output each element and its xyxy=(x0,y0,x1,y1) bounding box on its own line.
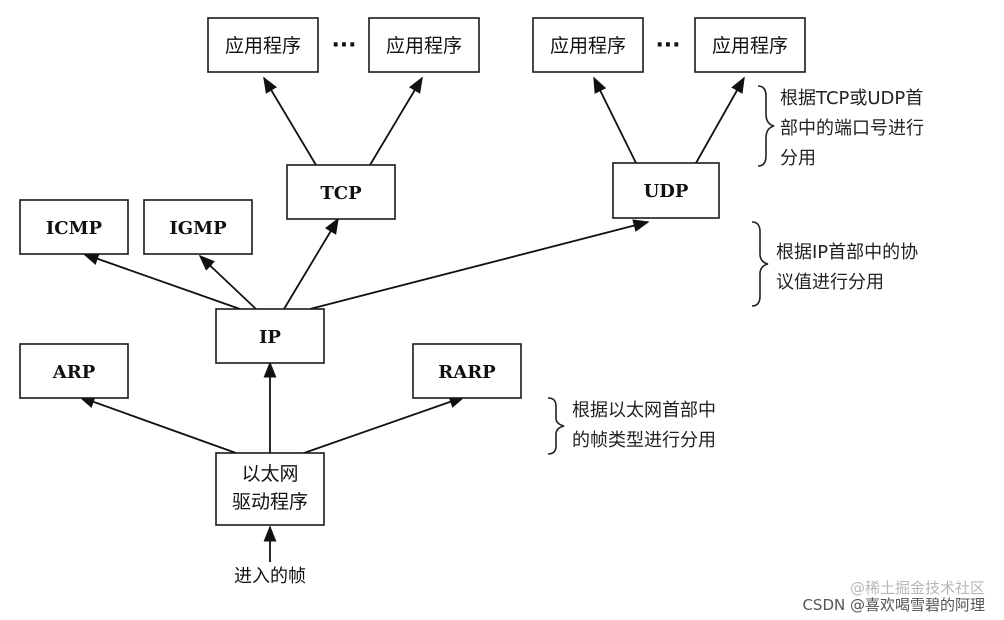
arrow-ip-to-igmp xyxy=(198,254,257,310)
arrow-ip-to-udp xyxy=(309,219,650,310)
note-ip-line2: 议值进行分用 xyxy=(776,272,884,293)
arrows xyxy=(78,76,745,562)
arp-box-label: ARP xyxy=(52,362,96,383)
arrow-udp-to-app3 xyxy=(593,76,637,164)
ethernet-driver-label-line2: 驱动程序 xyxy=(232,491,308,513)
arrow-ip-to-tcp xyxy=(283,217,339,310)
arrow-ip-to-icmp xyxy=(82,252,241,310)
ethernet-driver-box: 以太网 驱动程序 xyxy=(215,452,325,526)
note-ethernet-line2: 的帧类型进行分用 xyxy=(572,430,716,451)
rarp-box: RARP xyxy=(412,343,522,399)
app-box-1-label: 应用程序 xyxy=(225,35,301,57)
brace-ip xyxy=(751,221,769,307)
note-ethernet: 根据以太网首部中 的帧类型进行分用 xyxy=(572,400,716,451)
app-box-1: 应用程序 xyxy=(207,17,319,73)
udp-box-label: UDP xyxy=(644,181,689,202)
ip-box: IP xyxy=(215,308,325,364)
watermark-csdn: CSDN @喜欢喝雪碧的阿理 xyxy=(802,596,985,614)
arrow-tcp-to-app2 xyxy=(369,76,423,166)
note-transport-line3: 分用 xyxy=(780,148,816,169)
app-box-2: 应用程序 xyxy=(368,17,480,73)
app-box-3-label: 应用程序 xyxy=(550,35,626,57)
icmp-box: ICMP xyxy=(19,199,129,255)
ip-box-label: IP xyxy=(259,327,281,348)
igmp-box-label: IGMP xyxy=(169,218,227,239)
udp-box: UDP xyxy=(612,162,720,219)
app-box-2-label: 应用程序 xyxy=(386,35,462,57)
arrow-tcp-to-app1 xyxy=(263,76,317,166)
note-ip-line1: 根据IP首部中的协 xyxy=(776,242,918,263)
app-box-4-label: 应用程序 xyxy=(712,35,788,57)
note-transport-line2: 部中的端口号进行 xyxy=(780,118,924,139)
incoming-frame-label: 进入的帧 xyxy=(234,566,306,587)
igmp-box: IGMP xyxy=(143,199,253,255)
icmp-box-label: ICMP xyxy=(46,218,103,239)
ethernet-driver-label-line1: 以太网 xyxy=(241,463,298,485)
brace-ethernet xyxy=(547,397,565,455)
app-box-3: 应用程序 xyxy=(532,17,644,73)
brace-transport xyxy=(757,85,775,167)
arp-box: ARP xyxy=(19,343,129,399)
ellipsis-left: ··· xyxy=(331,33,356,58)
note-transport: 根据TCP或UDP首 部中的端口号进行 分用 xyxy=(780,88,924,169)
tcp-box: TCP xyxy=(286,164,396,220)
rarp-box-label: RARP xyxy=(438,362,496,383)
note-ethernet-line1: 根据以太网首部中 xyxy=(572,400,716,421)
watermark-juejin: @稀土掘金技术社区 xyxy=(850,579,985,597)
arrow-ethernet-to-rarp xyxy=(303,395,466,454)
ellipsis-right: ··· xyxy=(655,33,680,58)
tcp-box-label: TCP xyxy=(320,183,362,204)
arrow-ethernet-to-arp xyxy=(78,395,237,454)
note-transport-line1: 根据TCP或UDP首 xyxy=(780,88,923,109)
app-box-4: 应用程序 xyxy=(694,17,806,73)
note-ip: 根据IP首部中的协 议值进行分用 xyxy=(776,242,918,293)
arrow-udp-to-app4 xyxy=(695,76,745,164)
